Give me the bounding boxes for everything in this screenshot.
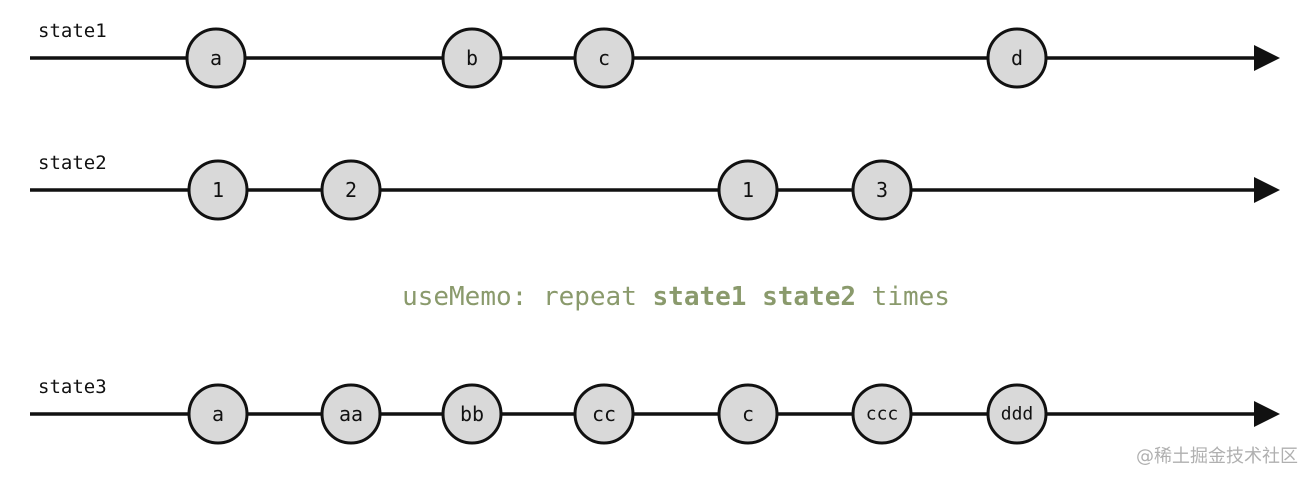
marble: a	[187, 383, 249, 445]
marble-circle	[187, 159, 249, 221]
marble-circle	[851, 159, 913, 221]
timeline-state1: state1 a b c d	[30, 20, 1280, 89]
marble-label: a	[210, 46, 222, 70]
marble: d	[986, 27, 1048, 89]
timeline-state2: state2 1 2 1 3	[30, 152, 1280, 221]
marble-label: 1	[742, 178, 754, 202]
marble-label: ddd	[1001, 404, 1034, 425]
marble-circle	[441, 27, 503, 89]
marble-circle	[187, 383, 249, 445]
marble-circle	[573, 383, 635, 445]
marble: 1	[187, 159, 249, 221]
marble-label: 1	[212, 178, 224, 202]
caption-prefix: useMemo: repeat	[402, 282, 652, 312]
marble: ccc	[851, 383, 913, 445]
arrow-head-icon	[1254, 45, 1280, 71]
marble: 2	[320, 159, 382, 221]
caption-arg1: state1	[653, 282, 747, 312]
marble-circle	[717, 159, 779, 221]
marble-label: bb	[460, 402, 484, 426]
arrow-head-icon	[1254, 177, 1280, 203]
marble: c	[573, 27, 635, 89]
watermark: @稀土掘金技术社区	[1136, 446, 1298, 467]
marble-circle	[320, 159, 382, 221]
marble-label: aa	[339, 402, 363, 426]
timeline-label-state2: state2	[38, 152, 107, 174]
marble-circle	[320, 383, 382, 445]
marble-label: c	[598, 46, 610, 70]
timeline-label-state3: state3	[38, 376, 107, 398]
marble-label: ccc	[866, 404, 899, 425]
caption-sep	[746, 282, 762, 312]
marble: bb	[441, 383, 503, 445]
marble-label: cc	[592, 402, 616, 426]
marble-label: 2	[345, 178, 357, 202]
caption: useMemo: repeat state1 state2 times	[402, 282, 950, 312]
marble-circle	[986, 27, 1048, 89]
caption-arg2: state2	[762, 282, 856, 312]
marble: aa	[320, 383, 382, 445]
arrow-head-icon	[1254, 401, 1280, 427]
marble: c	[717, 383, 779, 445]
marble-circle	[986, 383, 1048, 445]
timeline-label-state1: state1	[38, 20, 107, 42]
marble-circle	[185, 27, 247, 89]
marble-circle	[717, 383, 779, 445]
marble-circle	[573, 27, 635, 89]
timeline-state3: state3 a aa bb cc c ccc ddd	[30, 376, 1280, 445]
marble: a	[185, 27, 247, 89]
marble: 3	[851, 159, 913, 221]
marble: cc	[573, 383, 635, 445]
marble-circle	[441, 383, 503, 445]
marble-label: d	[1011, 46, 1023, 70]
marble-circle	[851, 383, 913, 445]
marble-label: 3	[876, 178, 888, 202]
caption-suffix: times	[856, 282, 950, 312]
marble: b	[441, 27, 503, 89]
marble-label: b	[466, 46, 478, 70]
marble-label: c	[742, 402, 754, 426]
marble-label: a	[212, 402, 224, 426]
marble: ddd	[986, 383, 1048, 445]
marble: 1	[717, 159, 779, 221]
